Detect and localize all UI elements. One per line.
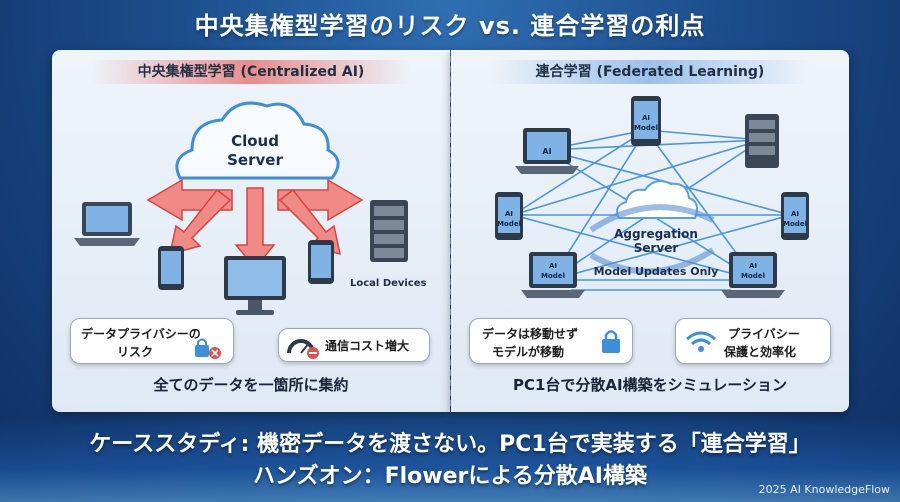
wifi-icon: [686, 331, 716, 352]
ai-model-text-9: Model: [541, 272, 565, 280]
centralized-panel: 中央集権型学習 (Centralized AI) Cloud Server: [52, 50, 450, 412]
lock-icon: [602, 330, 620, 353]
local-devices-label: Local Devices: [350, 278, 427, 289]
communication-cost-text: 通信コスト増大: [325, 339, 410, 353]
desktop-monitor-icon: [224, 256, 286, 315]
bottom-headline-2: ハンズオン：Flowerによる分散AI構築: [253, 464, 647, 489]
bottom-headline-1: ケーススタディ: 機密データを渡さない。PC1台で実装する「連合学習」: [89, 432, 811, 457]
ai-model-laptop-bottom-right: AI Model: [721, 252, 785, 298]
data-stays-text-1: データは移動せず: [482, 327, 579, 341]
server-rack-node: [745, 114, 779, 168]
federated-heading: 連合学習 (Federated Learning): [491, 60, 809, 84]
privacy-efficiency-text-2: 保護と効率化: [724, 345, 797, 359]
ai-model-text-4: AI: [505, 210, 513, 218]
ai-model-laptop-bottom-left: AI Model: [521, 252, 585, 298]
main-title: 中央集権型学習のリスク vs. 連合学習の利点: [194, 12, 706, 40]
centralized-summary: 全てのデータを一箇所に集約: [153, 376, 349, 394]
aggregation-label-2: Server: [634, 241, 679, 255]
privacy-risk-callout: データプライバシーの リスク: [70, 318, 234, 364]
ai-model-laptop-top-left: AI: [515, 128, 579, 174]
lock-warning-icon: [195, 338, 221, 359]
ai-model-text-11: Model: [741, 272, 765, 280]
data-stays-text-2: モデルが移動: [492, 345, 565, 359]
federated-diagram: Aggregation Server Model Updates Only AI…: [495, 96, 809, 298]
data-stays-callout: データは移動せず モデルが移動: [469, 318, 633, 364]
ai-model-text-8: AI: [549, 262, 557, 270]
ai-model-text-6: AI: [791, 210, 799, 218]
smartphone-icon: [158, 246, 184, 290]
ai-model-text-5: Model: [497, 220, 521, 228]
ai-model-phone-right: AI Model: [781, 192, 809, 240]
privacy-risk-text-1: データプライバシーの: [81, 327, 201, 341]
ai-model-phone-left: AI Model: [495, 192, 523, 240]
bottom-glow: [0, 420, 900, 502]
smartphone-icon-right: [308, 240, 334, 284]
privacy-efficiency-callout: プライバシー 保護と効率化: [675, 318, 831, 364]
cloud-server-icon: Cloud Server: [175, 101, 340, 180]
gauge-icon: [287, 339, 319, 359]
centralized-diagram: Cloud Server: [74, 101, 408, 315]
model-updates-label: Model Updates Only: [594, 265, 719, 278]
privacy-efficiency-text-1: プライバシー: [728, 327, 800, 341]
ai-model-text-7: Model: [783, 220, 807, 228]
ai-model-text-3: Model: [634, 124, 658, 132]
aggregation-label-1: Aggregation: [614, 227, 698, 241]
server-rack-icon: [370, 200, 408, 262]
centralized-heading: 中央集権型学習 (Centralized AI): [92, 60, 410, 84]
ai-model-text-2: AI: [642, 114, 650, 122]
ai-model-phone-top: AI Model: [631, 96, 661, 146]
cloud-label-1: Cloud: [231, 132, 279, 150]
ai-model-text-10: AI: [749, 262, 757, 270]
laptop-icon: [74, 202, 140, 246]
copyright: 2025 AI KnowledgeFlow: [758, 483, 890, 496]
communication-cost-callout: 通信コスト増大: [278, 328, 430, 362]
ai-model-text-1: AI: [542, 147, 551, 156]
cloud-label-2: Server: [227, 151, 283, 169]
federated-panel: 連合学習 (Federated Learning) Aggregation Se…: [451, 50, 849, 412]
privacy-risk-text-2: リスク: [117, 345, 154, 359]
federated-summary: PC1台で分散AI構築をシミュレーション: [512, 376, 788, 394]
aggregation-server-icon: Aggregation Server: [589, 180, 715, 275]
